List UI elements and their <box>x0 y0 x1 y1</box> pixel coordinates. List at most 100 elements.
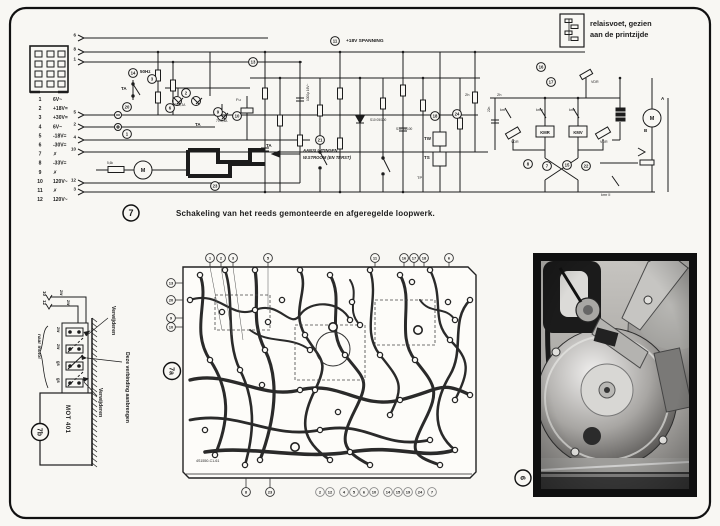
solder-pad <box>211 451 219 459</box>
solder-pad <box>426 436 434 444</box>
pcb-callout <box>166 295 176 305</box>
terminal-number: 7 <box>39 152 42 158</box>
pcb-callout-number: 23 <box>268 490 273 495</box>
terminal-value: +18V= <box>53 106 68 112</box>
rotated-label: Deze verbinding aanbrengen <box>124 352 130 423</box>
schematic-label: TA <box>121 86 127 91</box>
rotated-label: zw <box>56 327 61 333</box>
page-frame <box>8 6 712 520</box>
terminal-value: 120V~ <box>53 197 68 203</box>
pcb-callout <box>419 253 429 263</box>
solder-pads <box>186 266 474 469</box>
pcb-callout <box>393 487 403 497</box>
hatch-tick <box>91 447 98 453</box>
solder-pad <box>311 386 319 394</box>
hatch-tick <box>91 427 98 433</box>
pcb-callout-number: 24 <box>418 490 423 495</box>
solder-pad <box>386 411 394 419</box>
solder-pad <box>396 271 404 279</box>
pcb-callout-number: 3 <box>232 256 235 261</box>
pin-number: 10 <box>71 147 77 152</box>
solder-pad <box>186 296 194 304</box>
solder-pad <box>218 308 226 316</box>
schematic-label: kmr <box>569 108 576 112</box>
circled-ref-number: 7 <box>546 164 549 169</box>
circled-ref-number: 2 <box>185 91 188 96</box>
pin-number: 3 <box>73 187 76 192</box>
circled-ref-number: 21 <box>318 138 323 143</box>
circled-ref-number: 14 <box>131 71 136 76</box>
circled-ref <box>562 160 572 170</box>
pin-arrow-icon <box>77 188 86 196</box>
hatch-tick <box>91 352 98 358</box>
solder-pad <box>201 426 209 434</box>
pin-arrow-icon <box>77 34 86 42</box>
solder-pad <box>436 461 444 469</box>
schematic-label: S10 05/100 <box>370 118 387 122</box>
pcb-callout-number: 12 <box>328 490 333 495</box>
circled-ref-number: 3 <box>151 77 154 82</box>
pin-arrow-icon <box>77 148 86 156</box>
pcb-callout-number: 13 <box>169 281 174 286</box>
pin-number: 6 <box>73 33 76 38</box>
pin-arrow-icon <box>77 111 86 119</box>
pin-arrow-icon <box>77 58 86 66</box>
hatch-tick <box>91 332 98 338</box>
pcb-callout-number: 6 <box>448 256 451 261</box>
solder-pad <box>446 336 454 344</box>
circled-ref <box>210 181 220 191</box>
figure-caption: 7 Schakeling van het reeds gemonteerde e… <box>122 204 435 222</box>
schematic-label: M <box>141 168 146 174</box>
solder-pad-large <box>412 324 423 335</box>
circled-ref <box>330 36 340 46</box>
pcb-callout <box>166 278 176 288</box>
circled-ref-number: 24 <box>455 112 460 117</box>
rotated-label: gs <box>56 361 61 367</box>
solder-pad <box>451 316 459 324</box>
circled-ref-number: 13 <box>251 60 256 65</box>
pcb-callout <box>349 487 359 497</box>
pcb-callout-number: 6 <box>363 490 366 495</box>
circled-ref <box>581 161 591 171</box>
schematic-label: TS <box>424 155 430 160</box>
terminal-number: 3 <box>39 115 42 121</box>
hatch-tick <box>91 387 98 393</box>
hatch-tick <box>91 442 98 448</box>
rotated-label: Verwijderen <box>97 388 103 417</box>
solder-pad <box>341 351 349 359</box>
hatch-tick <box>91 437 98 443</box>
solder-pad <box>261 346 269 354</box>
pcb-callout-number: 2 <box>319 490 322 495</box>
solder-pad <box>366 266 374 274</box>
solder-pad <box>264 318 272 326</box>
pcb-callout <box>369 487 379 497</box>
solder-pad <box>258 381 266 389</box>
solder-pad <box>444 298 452 306</box>
connector-grid-icon <box>29 45 69 94</box>
caption-number-circle <box>122 204 140 222</box>
hatch-tick <box>91 337 98 343</box>
pcb-callout <box>415 487 425 497</box>
schematic-label: B <box>644 128 648 133</box>
circled-ref-number: 22 <box>584 164 589 169</box>
solder-pad <box>356 321 364 329</box>
circled-ref-number: 11 <box>333 39 338 44</box>
schematic-label: 2h <box>497 92 501 97</box>
pcb-callout-number: 15 <box>396 490 401 495</box>
chassis-hatching <box>91 317 98 468</box>
brace-label: naar motor <box>36 334 42 359</box>
schematic-label: +18V SPANNING <box>346 38 384 44</box>
circled-ref <box>523 159 533 169</box>
rotated-label: zw <box>59 290 64 296</box>
hatch-tick <box>91 382 98 388</box>
pcb-callout-number: 7 <box>431 490 434 495</box>
circled-ref <box>165 103 175 113</box>
terminal-value: -18V= <box>53 133 67 139</box>
schematic-label: TW <box>424 136 432 141</box>
hatch-tick <box>91 327 98 333</box>
pcb-callout <box>403 487 413 497</box>
